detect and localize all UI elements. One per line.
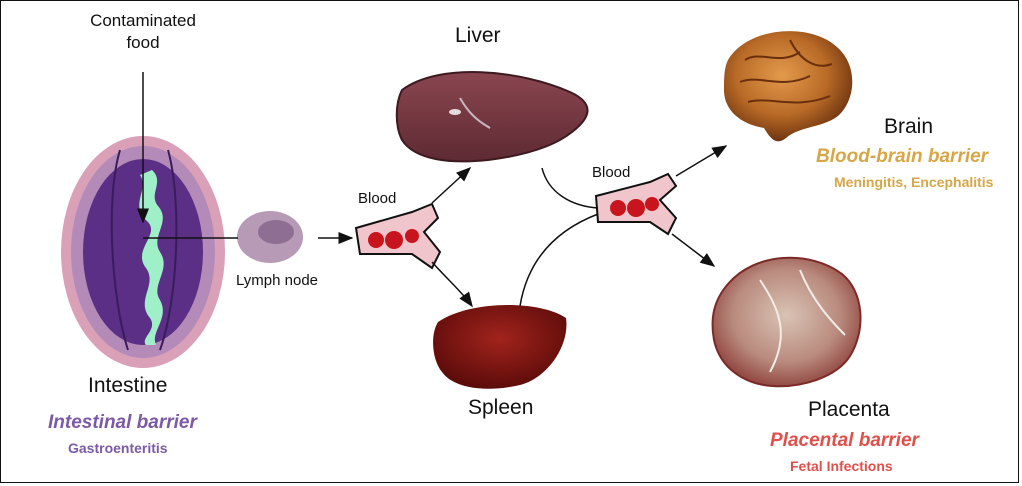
placental-barrier-label: Placental barrier <box>770 430 919 452</box>
contaminated-food-label: Contaminated food <box>78 10 208 54</box>
fetal-infections-label: Fetal Infections <box>790 458 893 474</box>
blood-brain-barrier-label: Blood-brain barrier <box>816 146 988 168</box>
arrow-blood-to-liver <box>432 168 470 203</box>
arrow-blood-to-placenta <box>672 234 714 266</box>
meningitis-encephalitis-label: Meningitis, Encephalitis <box>834 174 993 190</box>
arrow-blood-to-spleen <box>432 262 472 306</box>
gastroenteritis-label: Gastroenteritis <box>68 440 168 456</box>
intestine-label: Intestine <box>88 374 167 398</box>
placenta-image <box>713 258 861 386</box>
blood-left-label: Blood <box>358 190 396 207</box>
brain-image <box>724 31 852 141</box>
spleen-image <box>433 305 566 389</box>
blood-vessel-right-image <box>596 174 676 234</box>
blood-right-label: Blood <box>592 164 630 181</box>
liver-label: Liver <box>455 24 501 48</box>
line-liver-to-blood <box>542 168 598 208</box>
arrow-blood-to-brain <box>676 146 726 176</box>
blood-vessel-left-image <box>356 204 440 268</box>
placenta-label: Placenta <box>808 398 890 422</box>
spleen-label: Spleen <box>468 396 533 420</box>
lymph-node-label: Lymph node <box>236 272 318 289</box>
liver-image <box>397 72 588 161</box>
line-spleen-to-blood <box>520 214 598 306</box>
brain-label: Brain <box>884 115 933 139</box>
intestinal-barrier-label: Intestinal barrier <box>48 412 197 434</box>
lymph-node-image <box>237 211 303 263</box>
